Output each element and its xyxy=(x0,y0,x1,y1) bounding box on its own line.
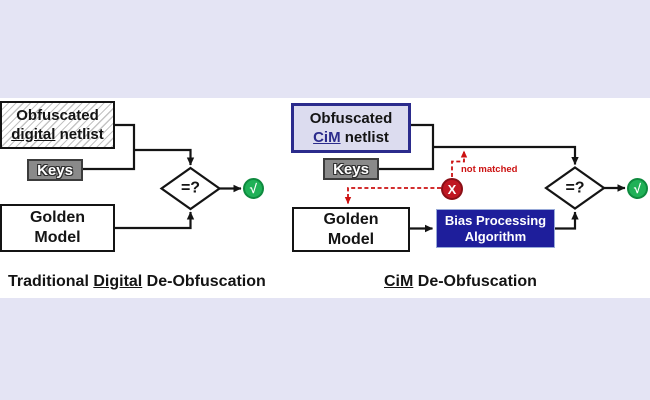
golden-model-box-left: Golden Model xyxy=(0,204,115,252)
check-glyph-left: √ xyxy=(249,181,258,196)
keys-box-left: Keys xyxy=(27,159,83,181)
comparator-label-left: =? xyxy=(180,179,201,197)
comparator-label-right: =? xyxy=(565,179,585,197)
golden-model-box-right: Golden Model xyxy=(292,207,410,252)
left-golden-to-comparator-wire xyxy=(115,211,195,230)
keys-label-left: Keys xyxy=(37,161,73,179)
not-matched-label: not matched xyxy=(461,164,518,175)
obfuscated-digital-netlist-box: Obfuscated digital netlist xyxy=(0,101,115,149)
bias-label: Bias Processing Algorithm xyxy=(444,212,547,244)
left-caption: Traditional Digital De-Obfuscation xyxy=(8,273,266,290)
x-icon: X xyxy=(441,178,463,200)
left-junction-to-comparator-wire xyxy=(134,148,195,166)
not-matched-to-netlist-dashed-wire xyxy=(451,150,468,177)
netlist-line1: Obfuscated xyxy=(16,107,99,124)
right-comparator-diamond xyxy=(544,166,606,210)
check-icon-left: √ xyxy=(243,178,264,199)
cim-netlist-line2: CiM netlist xyxy=(313,129,389,146)
right-bias-to-comparator-wire xyxy=(555,211,579,230)
golden-model-label-left: Golden Model xyxy=(29,209,86,246)
left-comparator-diamond xyxy=(159,166,222,211)
left-netlist-keys-junction-wire xyxy=(83,123,136,171)
keys-box-right: Keys xyxy=(323,158,379,180)
obfuscated-cim-netlist-box: Obfuscated CiM netlist xyxy=(291,103,411,153)
golden-model-label-right: Golden Model xyxy=(323,210,379,248)
cim-netlist-line1: Obfuscated xyxy=(309,110,393,127)
right-junction-to-comparator-wire xyxy=(433,145,579,165)
check-icon-right: √ xyxy=(627,178,648,199)
check-glyph-right: √ xyxy=(633,181,642,196)
keys-label-right: Keys xyxy=(333,160,369,178)
right-caption: CiM De-Obfuscation xyxy=(384,273,537,290)
x-glyph: X xyxy=(447,181,457,197)
not-matched-to-golden-dashed-wire xyxy=(344,187,441,204)
bias-processing-algorithm-box: Bias Processing Algorithm xyxy=(436,209,555,248)
netlist-line2: digital netlist xyxy=(11,126,104,143)
